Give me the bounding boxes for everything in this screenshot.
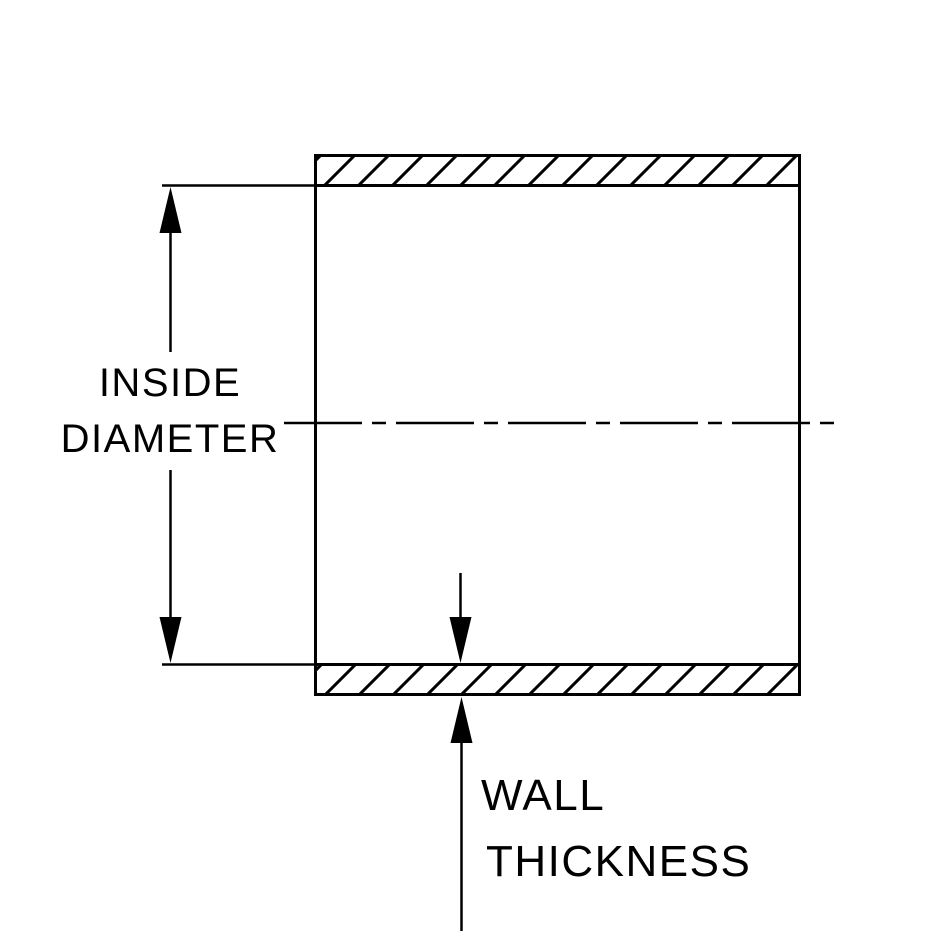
top-wall-hatch bbox=[314, 154, 801, 187]
arrow-down-icon bbox=[449, 617, 472, 663]
arrow-down-icon bbox=[159, 617, 182, 663]
wall-thickness-dimension: WALL THICKNESS bbox=[449, 573, 751, 931]
wall-thickness-label-line1: WALL bbox=[481, 771, 605, 820]
wall-thickness-label-line2: THICKNESS bbox=[486, 837, 751, 886]
inside-diameter-dimension: INSIDE DIAMETER bbox=[61, 184, 315, 666]
arrow-up-icon bbox=[159, 187, 182, 233]
inside-diameter-label-line2: DIAMETER bbox=[61, 417, 280, 461]
tube-body bbox=[284, 154, 836, 696]
tube-outline bbox=[314, 154, 801, 696]
bottom-wall-hatch bbox=[314, 663, 801, 696]
arrow-up-icon bbox=[450, 697, 473, 743]
inside-diameter-label-line1: INSIDE bbox=[99, 361, 241, 405]
